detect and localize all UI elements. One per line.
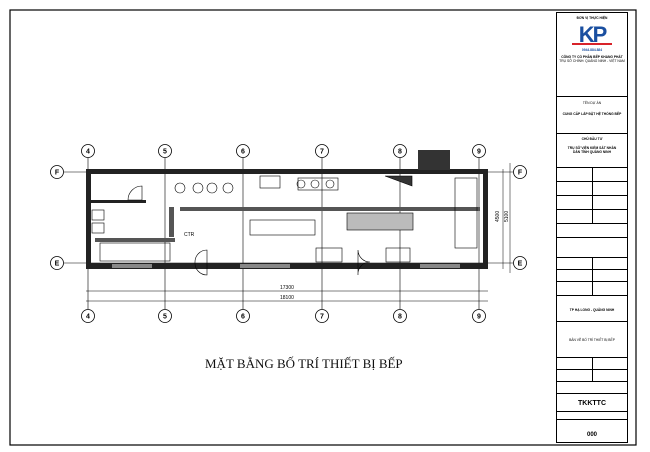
svg-text:F: F — [518, 170, 523, 177]
grid-bubble: 8 — [393, 309, 407, 323]
dimension-vertical-outer: 5100 — [504, 211, 510, 222]
grid-bubble: 5 — [158, 309, 172, 323]
svg-text:7: 7 — [320, 149, 324, 156]
drawing-caption: MẶT BẰNG BỐ TRÍ THIẾT BỊ BẾP — [205, 356, 403, 371]
svg-text:E: E — [55, 261, 60, 268]
drawing-code: TKKTTC — [578, 400, 606, 407]
company-address: TRỤ SỞ CHÍNH: QUẢNG NINH - VIỆT NAM — [559, 59, 625, 63]
unit-label: ĐƠN VỊ THỰC HIỆN — [576, 16, 608, 20]
svg-text:5: 5 — [163, 314, 167, 321]
grid-bubble: 9 — [472, 144, 486, 158]
svg-text:8: 8 — [398, 149, 402, 156]
grid-bubble: 8 — [393, 144, 407, 158]
title-block: ĐƠN VỊ THỰC HIỆN KP 0944.884.884 CÔNG TY… — [556, 12, 628, 443]
drawing-name: BẢN VẼ BỐ TRÍ THIẾT BỊ BẾP — [569, 338, 615, 342]
svg-text:E: E — [518, 261, 523, 268]
kitchen-equipment — [91, 175, 478, 276]
grid-bubble: E — [513, 256, 527, 270]
svg-text:6: 6 — [241, 149, 245, 156]
project-location: TP HẠ LONG - QUẢNG NINH — [569, 308, 615, 312]
grid-bubble: F — [513, 165, 527, 179]
scope: CUNG CẤP LẮP ĐẶT HỆ THỐNG BẾP — [562, 112, 622, 116]
door-label: CTR — [184, 232, 195, 238]
phone: 0944.884.884 — [581, 48, 603, 52]
walls — [86, 150, 488, 269]
grid-bubble: E — [50, 256, 64, 270]
svg-text:F: F — [55, 170, 60, 177]
grid-bubble: 4 — [81, 309, 95, 323]
owner: TRỤ SỞ VIỆN KIỂM SÁT NHÂN DÂN TỈNH QUẢNG… — [567, 146, 617, 154]
svg-text:9: 9 — [477, 314, 481, 321]
company-name: CÔNG TY CỔ PHẦN BẾP KHANG PHÁT — [561, 55, 623, 59]
sheet-frame — [9, 9, 637, 446]
dimension-lines — [86, 163, 511, 302]
dimension-inner: 17300 — [280, 285, 294, 291]
svg-text:4: 4 — [86, 314, 90, 321]
scope-label: TÊN DỰ ÁN — [582, 101, 602, 105]
svg-text:5: 5 — [163, 149, 167, 156]
dimension-outer: 18100 — [280, 295, 294, 301]
sheet-number: 000 — [586, 432, 597, 438]
owner-label: CHỦ ĐẦU TƯ — [581, 137, 603, 141]
grid-bubble: F — [50, 165, 64, 179]
grid-bubble: 6 — [236, 309, 250, 323]
dimension-vertical-inner: 4500 — [495, 211, 501, 222]
svg-text:8: 8 — [398, 314, 402, 321]
grid-bubble: 9 — [472, 309, 486, 323]
company-logo: KP — [572, 24, 612, 46]
svg-text:7: 7 — [320, 314, 324, 321]
grid-bubble: 4 — [81, 144, 95, 158]
grid-bubble: 7 — [315, 309, 329, 323]
svg-text:6: 6 — [241, 314, 245, 321]
grid-bubble: 7 — [315, 144, 329, 158]
grid-bubble: 6 — [236, 144, 250, 158]
svg-text:4: 4 — [86, 149, 90, 156]
grid-bubble: 5 — [158, 144, 172, 158]
svg-text:9: 9 — [477, 149, 481, 156]
